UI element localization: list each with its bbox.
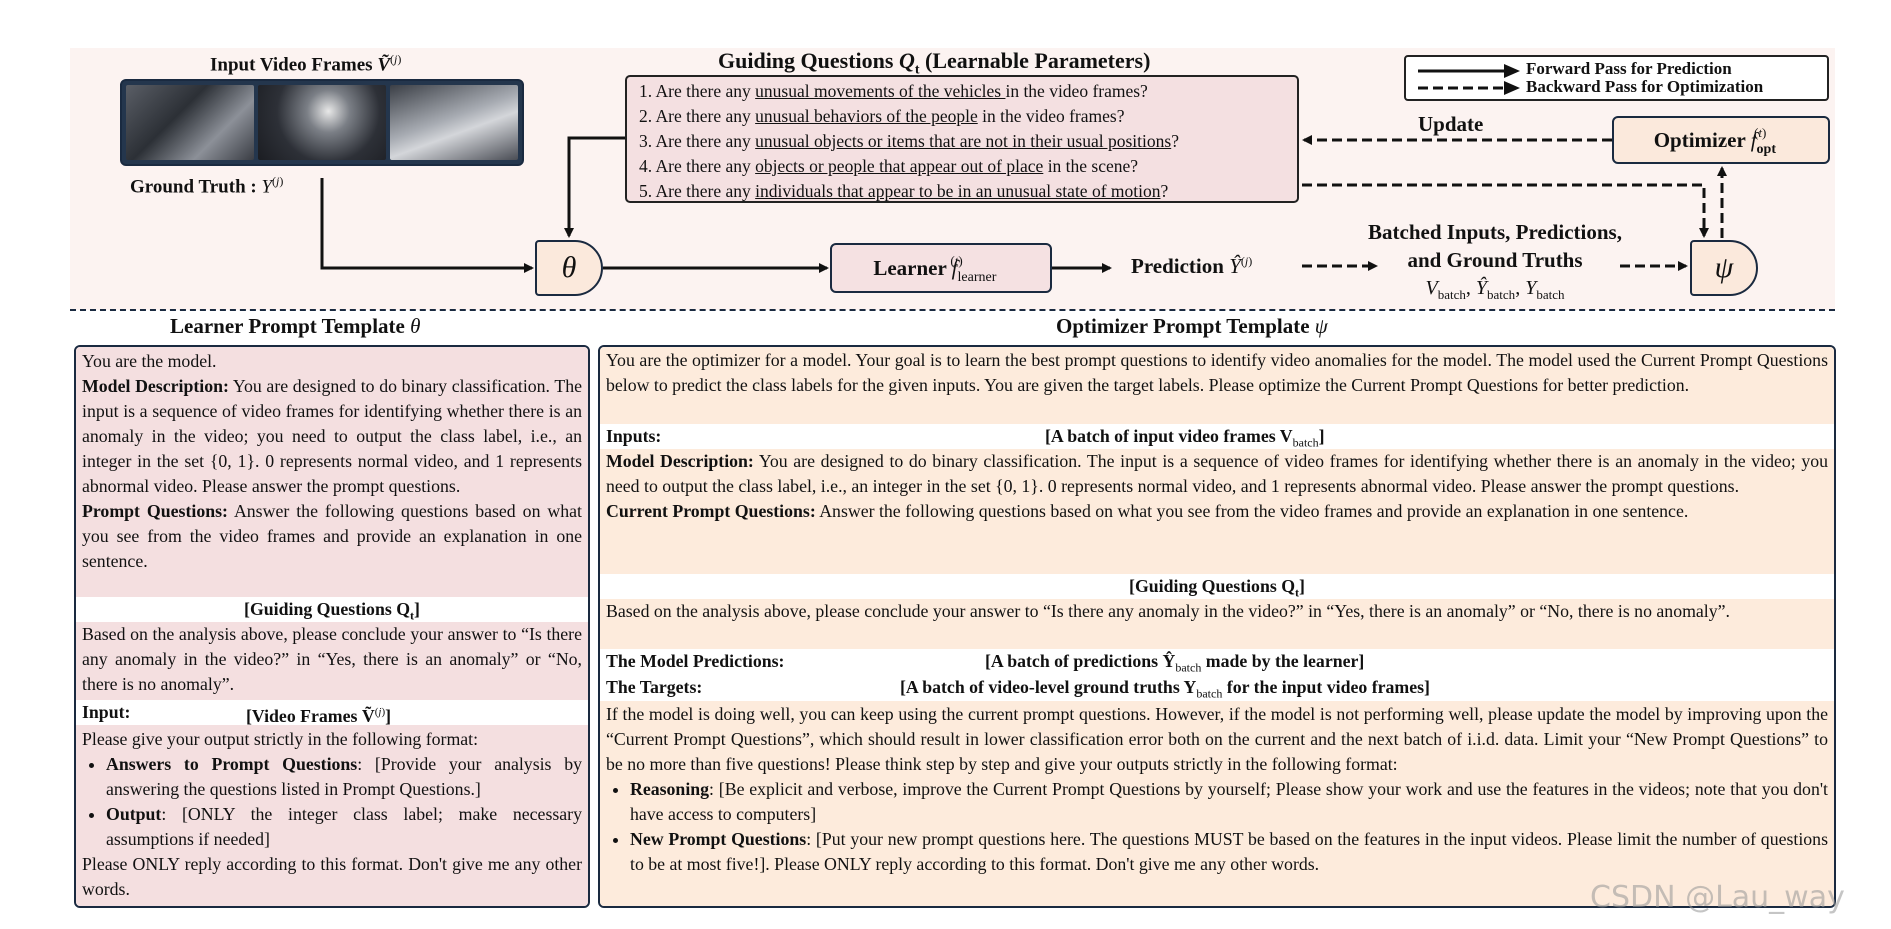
legend: Forward Pass for Prediction Backward Pas… xyxy=(1404,55,1829,101)
optimizer-targets-row: The Targets: [A batch of video-level gro… xyxy=(600,675,1834,701)
learner-node: Learner flearner(t) xyxy=(830,243,1052,293)
input-frames-symbol: Ṽ xyxy=(377,54,391,76)
optimizer-inputs-row: Inputs: [A batch of input video frames V… xyxy=(600,424,1834,450)
list-item: Output: [ONLY the integer class label; m… xyxy=(106,802,582,852)
watermark: CSDN @Lau_way xyxy=(1590,880,1845,915)
prediction-label: Prediction Ŷ(j) xyxy=(1131,254,1253,278)
list-item: New Prompt Questions: [Put your new prom… xyxy=(630,827,1828,877)
update-label: Update xyxy=(1418,112,1484,136)
guiding-question: 5. Are there any individuals that appear… xyxy=(639,181,1169,201)
optimizer-guiding-questions: [Guiding Questions Qt] xyxy=(600,574,1834,600)
legend-forward: Forward Pass for Prediction xyxy=(1526,59,1732,78)
guiding-question: 3. Are there any unusual objects or item… xyxy=(639,131,1179,151)
optimizer-format-list: Reasoning: [Be explicit and verbose, imp… xyxy=(600,777,1834,877)
flow-arrows xyxy=(320,135,1727,273)
legend-backward: Backward Pass for Optimization xyxy=(1526,77,1764,96)
optimizer-instructions-block: If the model is doing well, you can keep… xyxy=(600,701,1834,906)
theta-node: θ xyxy=(535,240,603,296)
video-frame-3 xyxy=(390,85,518,160)
optimizer-prompt-panel: You are the optimizer for a model. Your … xyxy=(598,345,1836,908)
learner-guiding-questions: [Guiding Questions Qt] xyxy=(76,597,588,623)
list-item: Reasoning: [Be explicit and verbose, imp… xyxy=(630,777,1828,827)
guiding-question: 1. Are there any unusual movements of th… xyxy=(639,81,1148,101)
optimizer-predictions-row: The Model Predictions: [A batch of predi… xyxy=(600,649,1834,675)
guiding-questions-box: 1. Are there any unusual movements of th… xyxy=(625,75,1299,203)
guiding-question: 4. Are there any objects or people that … xyxy=(639,156,1139,176)
batched-label: Batched Inputs, Predictions, and Ground … xyxy=(1340,218,1650,309)
optimizer-intro-block: You are the optimizer for a model. Your … xyxy=(600,347,1834,424)
guiding-question: 2. Are there any unusual behaviors of th… xyxy=(639,106,1125,126)
learner-prompt-panel: You are the model. Model Description: Yo… xyxy=(74,345,590,908)
video-frames xyxy=(120,79,524,166)
input-frames-label: Input Video Frames Ṽ(j) xyxy=(210,52,402,76)
learner-description-block: You are the model. Model Description: Yo… xyxy=(76,347,588,597)
legend-arrows xyxy=(1418,64,1520,95)
video-frame-1 xyxy=(126,85,254,160)
optimizer-description-block: Model Description: You are designed to d… xyxy=(600,449,1834,574)
optimizer-conclude-block: Based on the analysis above, please conc… xyxy=(600,599,1834,649)
learner-template-title: Learner Prompt Template θ xyxy=(170,314,421,338)
ground-truth-label: Ground Truth : Y(j) xyxy=(130,174,284,198)
batched-symbols: Vbatch, Ŷbatch, Ybatch xyxy=(1425,277,1565,302)
section-separator xyxy=(70,309,1835,311)
list-item: Answers to Prompt Questions: [Provide yo… xyxy=(106,752,582,802)
psi-node: ψ xyxy=(1690,240,1758,296)
guiding-questions-title: Guiding Questions Qt (Learnable Paramete… xyxy=(718,48,1151,78)
learner-format-block: Please give your output strictly in the … xyxy=(76,725,588,906)
optimizer-node: Optimizer fopt(t) xyxy=(1612,116,1830,164)
optimizer-template-title: Optimizer Prompt Template ψ xyxy=(1056,314,1328,338)
video-frame-2 xyxy=(258,85,386,160)
learner-conclude-block: Based on the analysis above, please conc… xyxy=(76,622,588,700)
learner-input-row: Input: [Video Frames Ṽ(j)] xyxy=(76,700,588,726)
learner-format-list: Answers to Prompt Questions: [Provide yo… xyxy=(76,752,588,852)
